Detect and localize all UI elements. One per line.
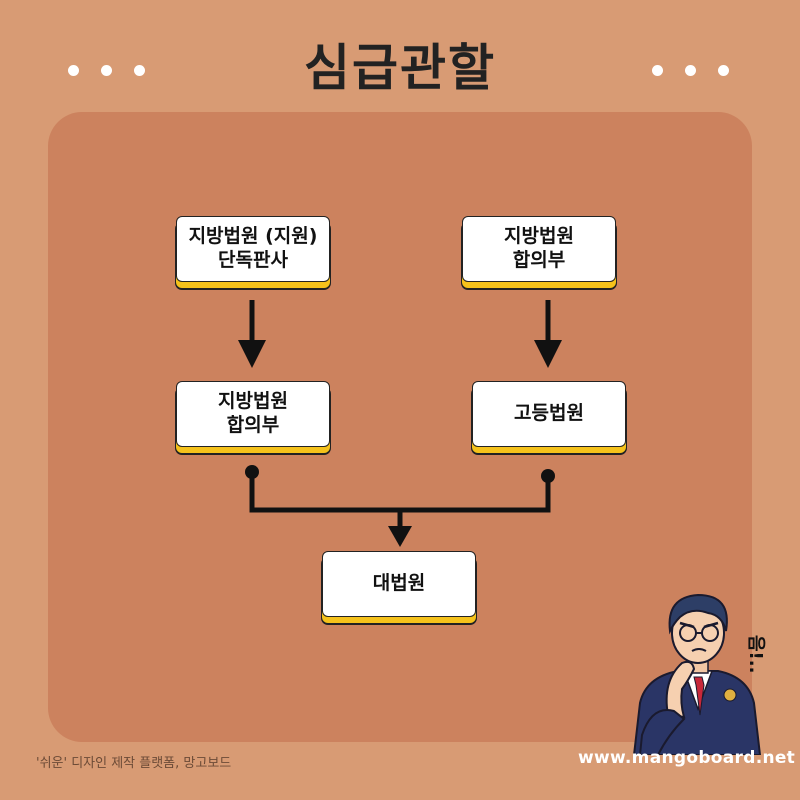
node-supreme-court: 대법원 [322, 551, 476, 617]
arrowhead-left [238, 340, 266, 368]
footer-website[interactable]: www.mangoboard.net [578, 748, 796, 768]
diagram-panel [48, 112, 752, 742]
node-label: 지방법원 (지원) 단독판사 [188, 225, 318, 271]
decorative-dots-right [652, 65, 729, 76]
node-label: 지방법원 합의부 [504, 225, 574, 271]
node-label: 대법원 [372, 572, 426, 595]
node-high-court: 고등법원 [472, 381, 626, 447]
node-label: 고등법원 [514, 402, 584, 425]
decorative-dots-left [68, 65, 145, 76]
thinking-lawyer-illustration: 음!.. [632, 593, 766, 755]
footer-credit: '쉬운' 디자인 제작 플랫폼, 망고보드 [36, 756, 232, 771]
character-speech: 음!.. [745, 635, 766, 673]
arrowhead-right [534, 340, 562, 368]
merge-line [249, 472, 551, 513]
node-district-single-judge: 지방법원 (지원) 단독판사 [176, 216, 330, 282]
node-label: 지방법원 합의부 [218, 390, 288, 436]
arrowhead-center [388, 526, 412, 547]
node-district-panel-mid: 지방법원 합의부 [176, 381, 330, 447]
page-title: 심급관할 [304, 39, 496, 97]
node-district-panel-top: 지방법원 합의부 [462, 216, 616, 282]
